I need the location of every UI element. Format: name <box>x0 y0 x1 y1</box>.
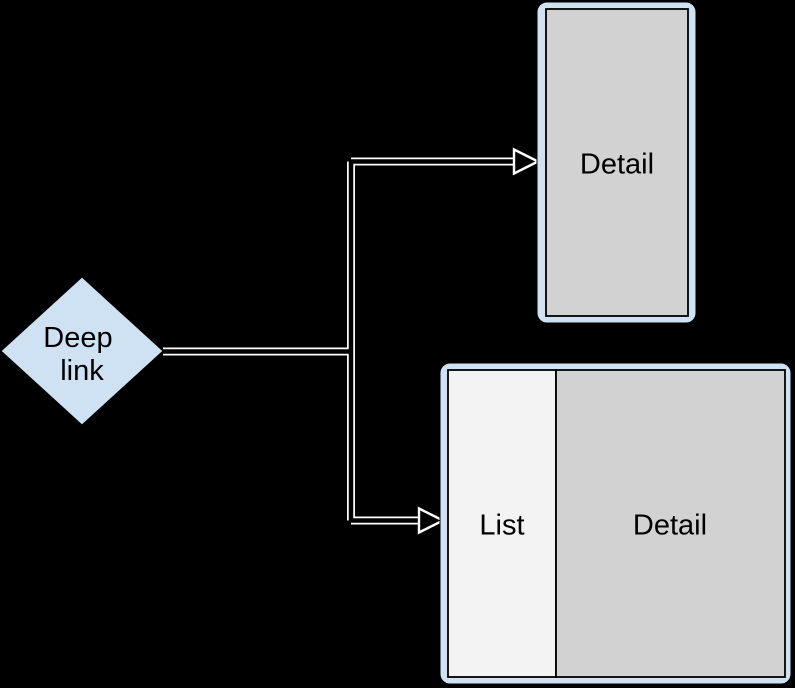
compact-screen: Detail <box>536 1 697 324</box>
arrowhead-to-expanded-screen-icon <box>417 506 446 535</box>
deep-link-label-line2: link <box>60 355 104 387</box>
expanded-list-label: List <box>479 510 524 542</box>
compact-detail-label: Detail <box>580 149 654 181</box>
expanded-list-pane <box>447 369 557 678</box>
expanded-detail-pane <box>555 369 786 678</box>
deep-link-label-line1: Deep <box>43 322 112 354</box>
deep-link-label: Deep link <box>43 322 120 387</box>
connectors <box>163 147 541 535</box>
expanded-detail-label: Detail <box>633 510 707 542</box>
connector-core <box>163 159 514 523</box>
deep-link-node: Deep link <box>0 276 164 426</box>
compact-detail-pane <box>545 8 689 317</box>
deep-link-diamond <box>0 276 164 426</box>
arrowhead-to-compact-screen-icon <box>512 147 541 176</box>
expanded-screen: List Detail <box>439 362 792 685</box>
